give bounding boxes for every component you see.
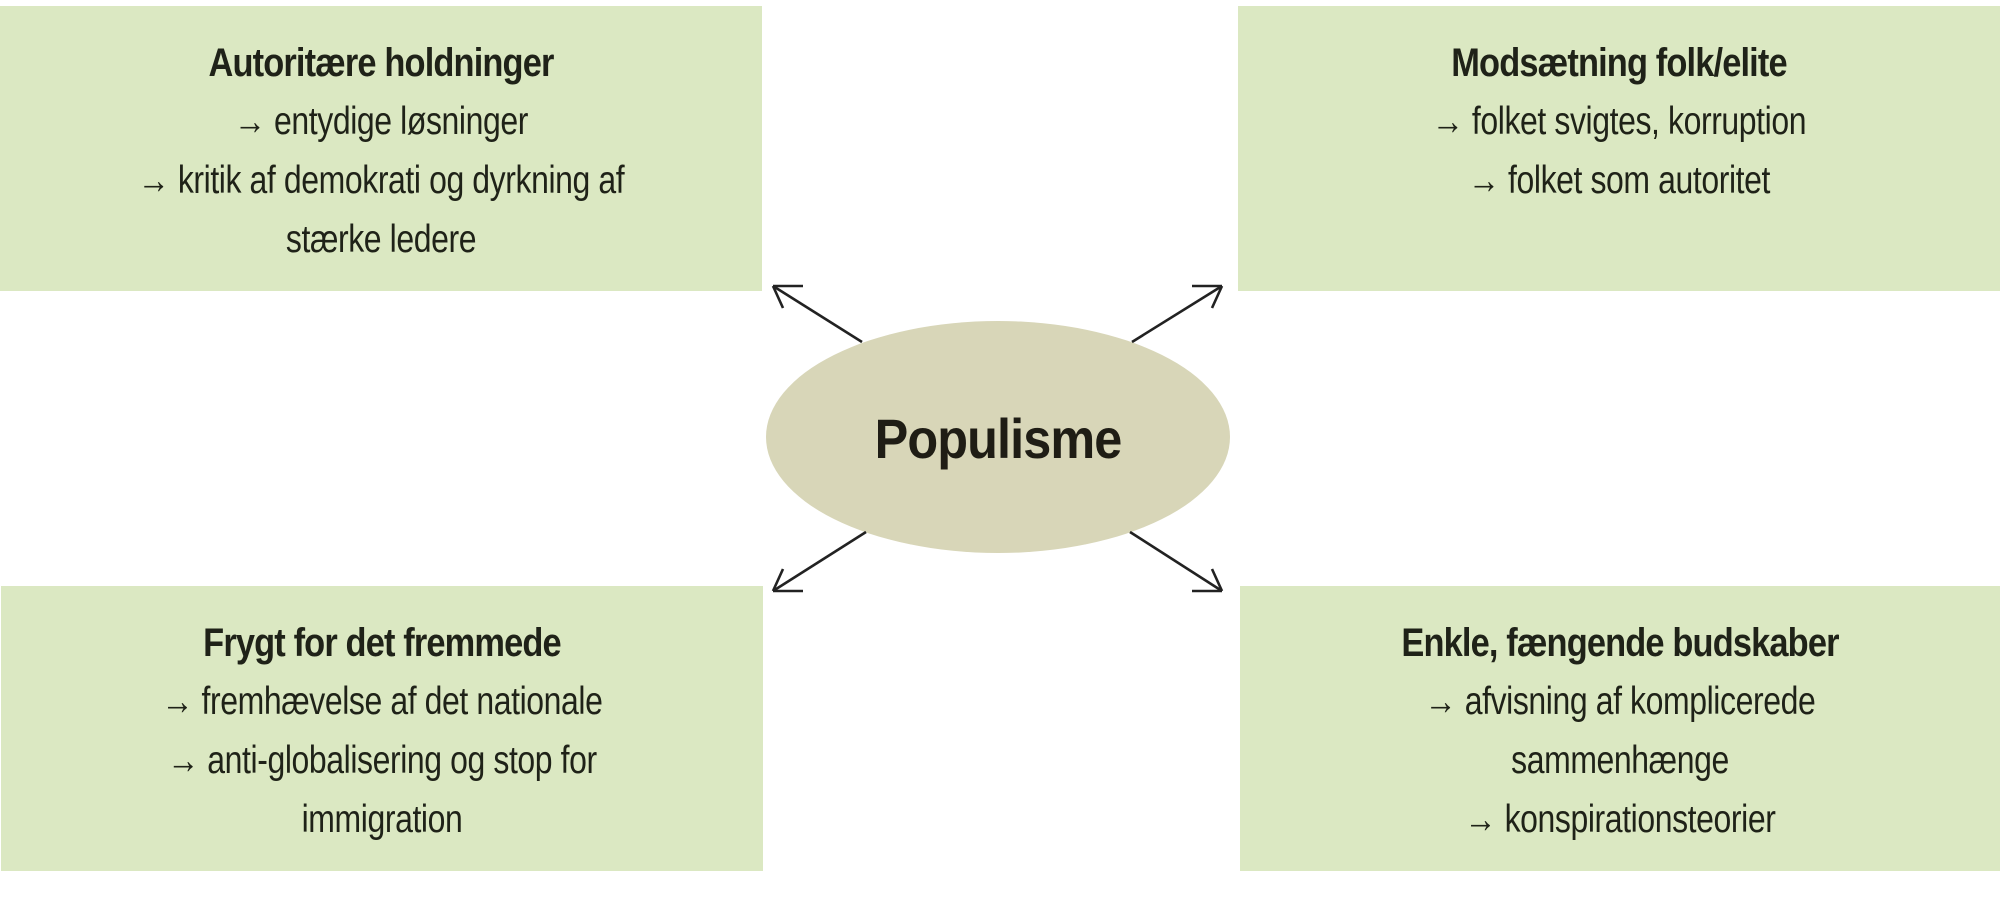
center-label: Populisme bbox=[874, 406, 1123, 470]
box-line: sammenhænge bbox=[1511, 739, 1729, 782]
arrow-icon-bottom-right bbox=[1129, 530, 1223, 593]
box-title: Autoritære holdninger bbox=[208, 41, 554, 85]
box-line: → folket som autoritet bbox=[1467, 159, 1771, 202]
box-line: → folket svigtes, korruption bbox=[1431, 100, 1807, 143]
box-authoritarian-attitudes: Autoritære holdninger → entydige løsning… bbox=[0, 6, 762, 291]
arrow-icon-top-left bbox=[772, 284, 863, 344]
center-ellipse bbox=[766, 321, 1230, 553]
box-title: Modsætning folk/elite bbox=[1451, 41, 1787, 85]
arrow-icon-top-right bbox=[1131, 284, 1223, 344]
box-fear-of-foreign: Frygt for det fremmede → fremhævelse af … bbox=[1, 586, 763, 871]
box-people-vs-elite: Modsætning folk/elite → folket svigtes, … bbox=[1238, 6, 2000, 291]
box-line: stærke ledere bbox=[285, 218, 477, 261]
box-line: immigration bbox=[301, 798, 463, 841]
box-line: → konspirationsteorier bbox=[1464, 798, 1776, 841]
box-line: → afvisning af komplicerede bbox=[1424, 680, 1816, 723]
box-title: Enkle, fængende budskaber bbox=[1401, 621, 1839, 665]
arrow-icon-bottom-left bbox=[772, 530, 867, 593]
box-simple-messages: Enkle, fængende budskaber → afvisning af… bbox=[1240, 586, 2000, 871]
box-title: Frygt for det fremmede bbox=[203, 621, 561, 665]
box-line: → fremhævelse af det nationale bbox=[161, 680, 603, 723]
box-line: → kritik af demokrati og dyrkning af bbox=[137, 159, 625, 202]
box-line: → entydige løsninger bbox=[234, 100, 528, 143]
box-line: → anti-globalisering og stop for bbox=[167, 739, 597, 782]
